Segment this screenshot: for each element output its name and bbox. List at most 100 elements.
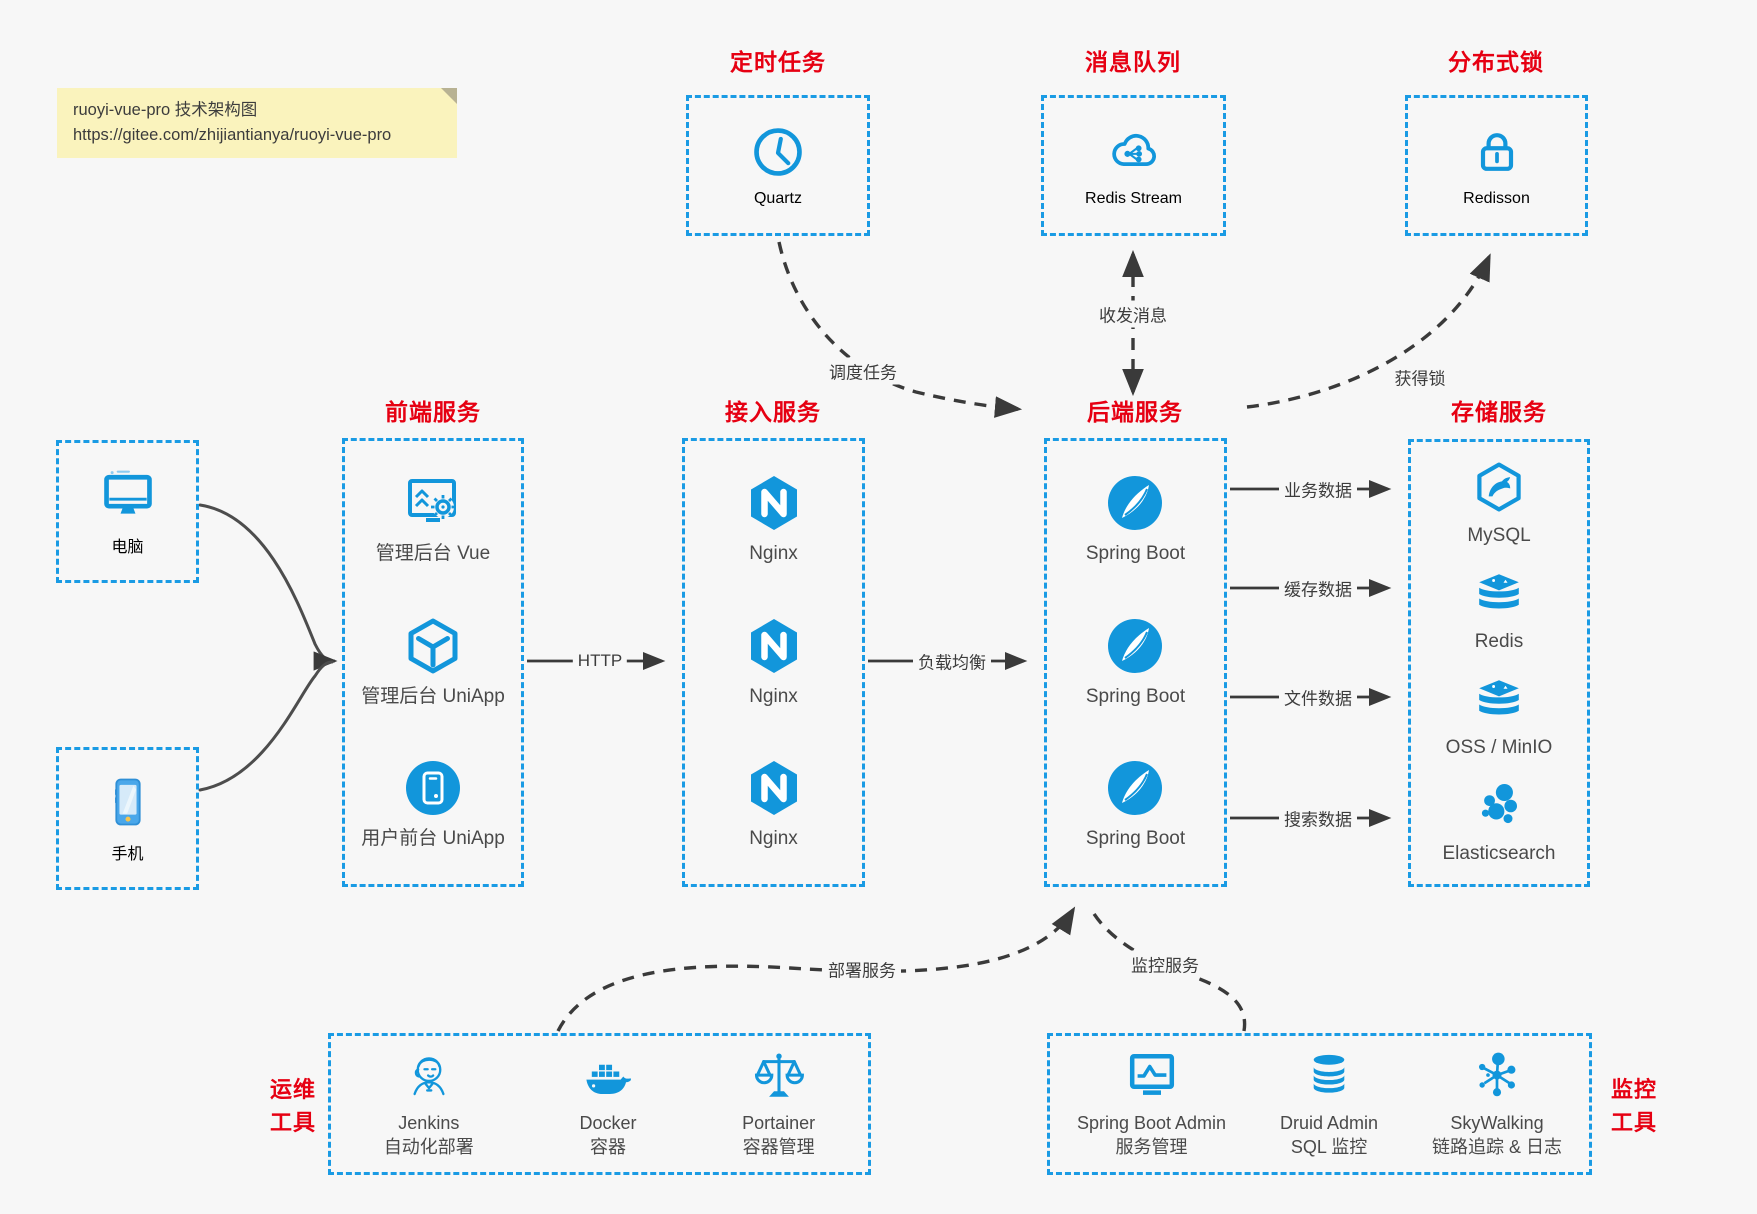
node-docker: Docker 容器 <box>579 1049 636 1160</box>
node-spring-boot-admin: Spring Boot Admin 服务管理 <box>1077 1049 1226 1160</box>
node-portainer: Portainer 容器管理 <box>742 1049 815 1160</box>
tool-name: Portainer <box>742 1112 816 1133</box>
label-line: 工具 <box>269 1110 317 1135</box>
label-line: 运维 <box>269 1077 317 1102</box>
title-scheduled-tasks: 定时任务 <box>730 49 826 75</box>
storage-stack-icon <box>1479 680 1519 715</box>
sticky-note: ruoyi-vue-pro 技术架构图 https://gitee.com/zh… <box>57 88 457 158</box>
node-label: 用户前台 UniApp <box>361 828 505 849</box>
node-label: Elasticsearch <box>1442 843 1556 865</box>
edge-label-http: HTTP <box>572 650 628 672</box>
label-line: 监控 <box>1610 1077 1658 1102</box>
group-frontend-services: 管理后台 Vue 管理后台 UniApp 用户前台 UniApp <box>342 438 524 887</box>
druid-icon <box>1313 1054 1345 1093</box>
smartphone-icon <box>114 778 141 825</box>
node-label: Spring Boot <box>1085 828 1186 849</box>
nginx-icon <box>750 476 797 531</box>
node-mobile-client: 手机 <box>56 747 199 890</box>
spring-boot-icon <box>1108 761 1163 815</box>
node-label: Nginx <box>749 685 798 707</box>
nginx-icon <box>750 761 797 815</box>
edge-label-business-data: 业务数据 <box>1279 475 1357 503</box>
admin-vue-icon <box>407 479 456 523</box>
title-storage-services: 存储服务 <box>1451 399 1547 425</box>
title-message-queue: 消息队列 <box>1085 49 1181 75</box>
edge-label-load-balance: 负载均衡 <box>913 647 991 675</box>
node-redis: Redis <box>1470 567 1528 655</box>
note-title: ruoyi-vue-pro 技术架构图 <box>73 101 258 119</box>
node-label: Spring Boot <box>1085 685 1186 707</box>
node-mysql: MySQL <box>1467 459 1531 549</box>
node-label: Nginx <box>749 828 798 849</box>
tool-subname: 自动化部署 <box>383 1137 474 1157</box>
node-redisson: Redisson <box>1405 95 1588 236</box>
label-line: 工具 <box>1610 1110 1658 1135</box>
node-spring-boot-2: Spring Boot <box>1086 616 1185 710</box>
node-nginx-1: Nginx <box>744 473 804 567</box>
node-quartz: Quartz <box>686 95 870 236</box>
redis-icon <box>1479 574 1519 609</box>
cloud-network-icon <box>1111 133 1156 166</box>
group-access-services: Nginx Nginx Nginx <box>682 438 865 887</box>
edge-label-monitor: 监控服务 <box>1126 950 1204 978</box>
jenkins-icon <box>413 1056 445 1095</box>
clock-icon <box>754 127 802 176</box>
note-url: https://gitee.com/zhijiantianya/ruoyi-vu… <box>73 125 392 144</box>
edge-label-file-data: 文件数据 <box>1279 683 1357 711</box>
label-monitor-tools: 监控 工具 <box>1611 1073 1657 1139</box>
node-label: Jenkins 自动化部署 <box>384 1111 474 1160</box>
node-label: OSS / MinIO <box>1445 737 1553 759</box>
lock-icon <box>1480 132 1513 171</box>
tool-name: Druid Admin <box>1280 1112 1379 1133</box>
node-redis-stream: Redis Stream <box>1041 95 1226 236</box>
node-user-uniapp: 用户前台 UniApp <box>361 758 505 852</box>
node-admin-uniapp: 管理后台 UniApp <box>361 616 505 710</box>
node-label: 手机 <box>111 845 144 863</box>
tool-subname: 容器管理 <box>742 1137 815 1157</box>
edge-label-search-data: 搜索数据 <box>1279 804 1357 832</box>
mysql-icon <box>1477 462 1521 512</box>
tool-name: SkyWalking <box>1450 1112 1544 1133</box>
node-label: Quartz <box>753 189 802 207</box>
tool-name: Docker <box>579 1112 637 1133</box>
node-label: Nginx <box>749 543 798 565</box>
node-label: 管理后台 Vue <box>375 543 491 565</box>
tool-name: Jenkins <box>398 1112 460 1133</box>
group-storage-services: MySQL Redis <box>1408 439 1590 887</box>
edge-label-deploy: 部署服务 <box>823 955 901 983</box>
label-ops-tools: 运维 工具 <box>270 1073 316 1139</box>
nginx-icon <box>750 618 797 673</box>
edge-label-cache-data: 缓存数据 <box>1279 574 1357 602</box>
title-distributed-lock: 分布式锁 <box>1448 49 1544 75</box>
node-admin-vue: 管理后台 Vue <box>376 473 490 567</box>
node-nginx-3: Nginx <box>744 758 804 852</box>
skywalking-icon <box>1478 1052 1516 1096</box>
node-label: 电脑 <box>111 538 144 556</box>
node-label: Redis Stream <box>1085 189 1182 207</box>
docker-icon <box>586 1064 631 1094</box>
node-spring-boot-1: Spring Boot <box>1086 473 1185 567</box>
title-frontend-services: 前端服务 <box>385 399 481 425</box>
mobile-app-icon <box>405 761 460 815</box>
tool-subname: 容器 <box>589 1137 626 1157</box>
node-label: Redis <box>1474 631 1524 653</box>
node-label: Redisson <box>1463 189 1530 207</box>
node-label: 管理后台 UniApp <box>361 685 505 707</box>
tool-name: Spring Boot Admin <box>1076 1112 1227 1133</box>
title-backend-services: 后端服务 <box>1087 399 1183 425</box>
node-label: Spring Boot Admin 服务管理 <box>1077 1111 1226 1160</box>
node-jenkins: Jenkins 自动化部署 <box>384 1049 474 1160</box>
elasticsearch-icon <box>1481 784 1517 824</box>
desktop-icon <box>103 470 152 514</box>
edge-label-messaging: 收发消息 <box>1094 300 1172 328</box>
node-nginx-2: Nginx <box>744 616 804 710</box>
node-spring-boot-3: Spring Boot <box>1086 758 1185 852</box>
node-label: Portainer 容器管理 <box>742 1111 815 1160</box>
tool-subname: SQL 监控 <box>1290 1137 1368 1157</box>
tool-subname: 服务管理 <box>1115 1137 1188 1157</box>
